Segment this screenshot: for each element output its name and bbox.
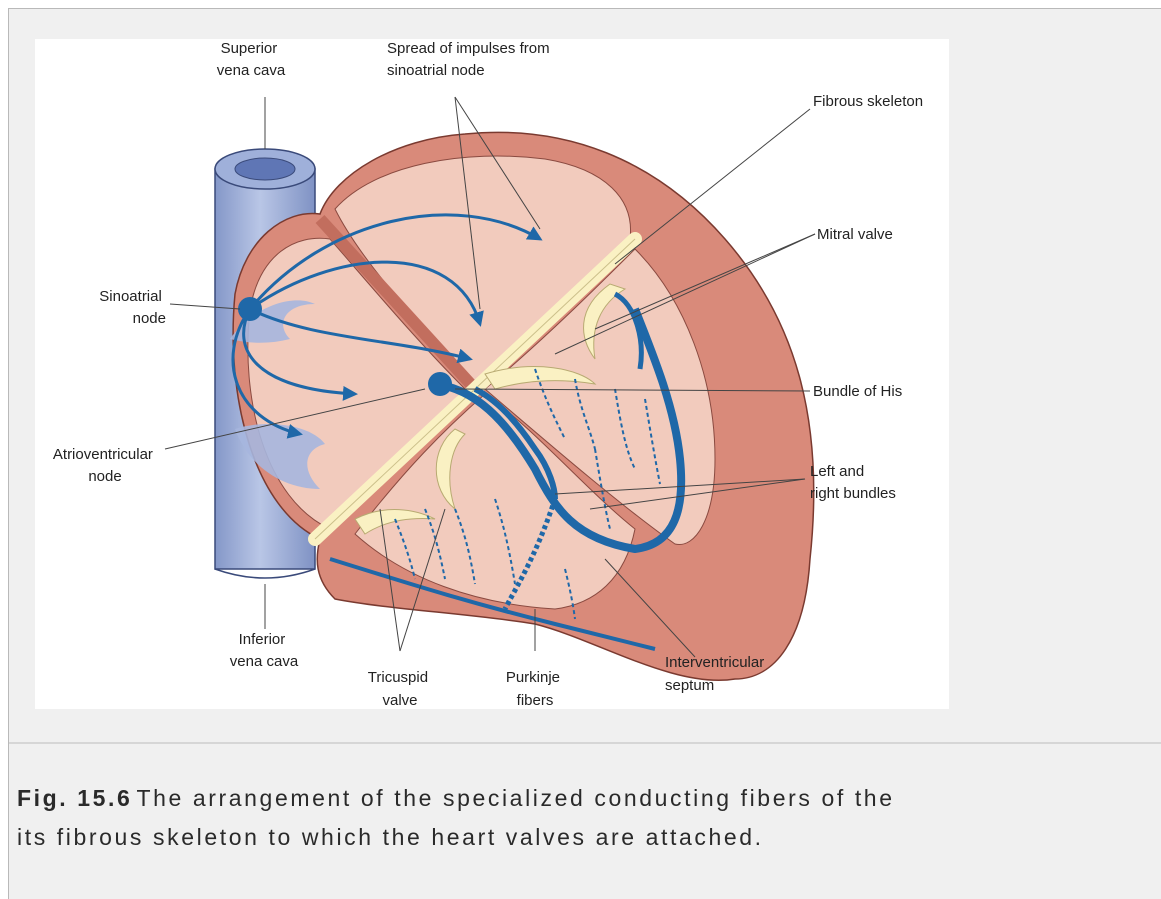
figure-number: Fig. 15.6 (17, 785, 132, 811)
figure-frame: Superior vena cava Spread of impulses fr… (8, 8, 1161, 899)
label-sinoatrial-node: Sinoatrial node (99, 288, 166, 327)
label-fibrous-skeleton: Fibrous skeleton (813, 93, 923, 110)
figure-image: Superior vena cava Spread of impulses fr… (35, 39, 949, 709)
sinoatrial-node (238, 297, 262, 321)
label-left-right-bundles: Left and right bundles (810, 463, 896, 502)
label-atrioventricular-node: Atrioventricular node (53, 446, 157, 485)
heart-conduction-diagram: Superior vena cava Spread of impulses fr… (35, 39, 949, 709)
label-mitral-valve: Mitral valve (817, 226, 893, 243)
label-bundle-of-his: Bundle of His (813, 383, 902, 400)
label-purkinje-fibers: Purkinje fibers (506, 669, 564, 709)
label-superior-vena-cava: Superior vena cava (217, 40, 286, 79)
atrioventricular-node (428, 372, 452, 396)
label-inferior-vena-cava: Inferior vena cava (230, 631, 299, 670)
caption-text-1: The arrangement of the specialized condu… (136, 785, 894, 811)
label-spread-of-impulses: Spread of impulses from sinoatrial node (387, 40, 554, 79)
caption-line-2: its fibrous skeleton to which the heart … (17, 818, 1161, 857)
caption-divider (9, 742, 1161, 744)
label-tricuspid-valve: Tricuspid valve (368, 669, 432, 709)
